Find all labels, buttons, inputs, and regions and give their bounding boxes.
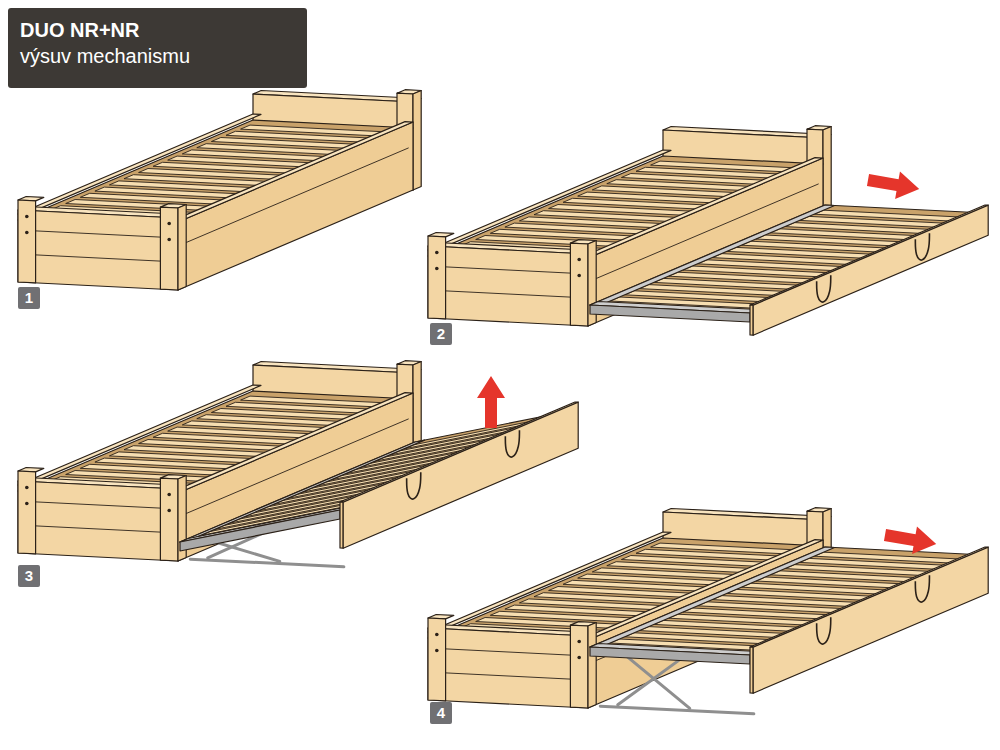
direction-arrow — [477, 376, 505, 428]
slat — [651, 161, 804, 172]
metal-frame — [590, 647, 750, 664]
groove — [36, 231, 161, 237]
bolt — [435, 649, 439, 653]
groove — [446, 673, 571, 679]
handle-strap — [505, 430, 519, 457]
bed-post — [428, 236, 446, 319]
metal-frame — [180, 510, 340, 551]
trundle — [590, 205, 988, 335]
slat — [241, 396, 394, 407]
trundle — [590, 547, 988, 714]
handle-strap — [915, 575, 929, 602]
direction-arrow — [883, 521, 939, 558]
bed-post — [413, 91, 421, 191]
bed-post — [570, 625, 588, 708]
bolt — [435, 251, 439, 255]
callout-text: 3 — [25, 567, 33, 585]
title-box: DUO NR+NRvýsuv mechanismu — [8, 8, 307, 88]
callout-text: 2 — [437, 325, 445, 343]
title-text: DUO NR+NR — [20, 17, 295, 43]
bolt — [167, 509, 171, 513]
groove — [36, 502, 161, 508]
groove — [36, 526, 161, 532]
bolt — [435, 267, 439, 271]
bed-post — [160, 478, 178, 561]
bed-post — [570, 243, 588, 326]
handle-strap — [817, 617, 831, 644]
groove — [36, 255, 161, 261]
slat — [814, 210, 967, 221]
groove — [446, 291, 571, 297]
pull-board — [753, 205, 988, 335]
groove — [446, 267, 571, 273]
base-rail — [190, 559, 344, 567]
bolt — [577, 274, 581, 278]
bed-post — [588, 623, 596, 709]
bolt — [435, 633, 439, 637]
subtitle-text: výsuv mechanismu — [20, 43, 295, 69]
bed-post — [18, 471, 36, 554]
callout-text: 1 — [25, 289, 33, 307]
slat — [651, 543, 804, 554]
bolt — [167, 493, 171, 497]
bolt — [577, 640, 581, 644]
bed-post — [160, 207, 178, 290]
handle-strap — [915, 233, 929, 260]
bolt — [577, 258, 581, 262]
bolt — [25, 502, 29, 506]
rail-top — [170, 122, 413, 222]
groove — [183, 148, 409, 244]
bed — [18, 90, 421, 290]
trundle — [180, 402, 578, 567]
bolt — [167, 222, 171, 226]
base-rail — [600, 706, 754, 714]
pull-board — [753, 547, 988, 693]
footboard — [18, 481, 178, 561]
bolt — [25, 215, 29, 219]
bolt — [167, 238, 171, 242]
bed-post — [18, 200, 36, 283]
footboard — [428, 246, 588, 326]
bolt — [25, 486, 29, 490]
metal-frame — [590, 305, 750, 322]
handle-strap — [817, 275, 831, 302]
slat — [814, 552, 967, 563]
callout-number: 3 — [18, 565, 40, 587]
slat — [241, 125, 394, 136]
callout-number: 4 — [430, 702, 452, 724]
footboard — [428, 628, 588, 708]
callout-number: 1 — [18, 287, 40, 309]
bed-post — [428, 618, 446, 701]
bolt — [577, 656, 581, 660]
bed-post — [178, 205, 186, 291]
pull-board — [343, 402, 578, 548]
callout-number: 2 — [430, 323, 452, 345]
direction-arrow — [866, 166, 922, 203]
handle-strap — [407, 472, 421, 499]
footboard — [18, 210, 178, 290]
bolt — [25, 231, 29, 235]
callout-text: 4 — [437, 704, 445, 722]
groove — [446, 649, 571, 655]
